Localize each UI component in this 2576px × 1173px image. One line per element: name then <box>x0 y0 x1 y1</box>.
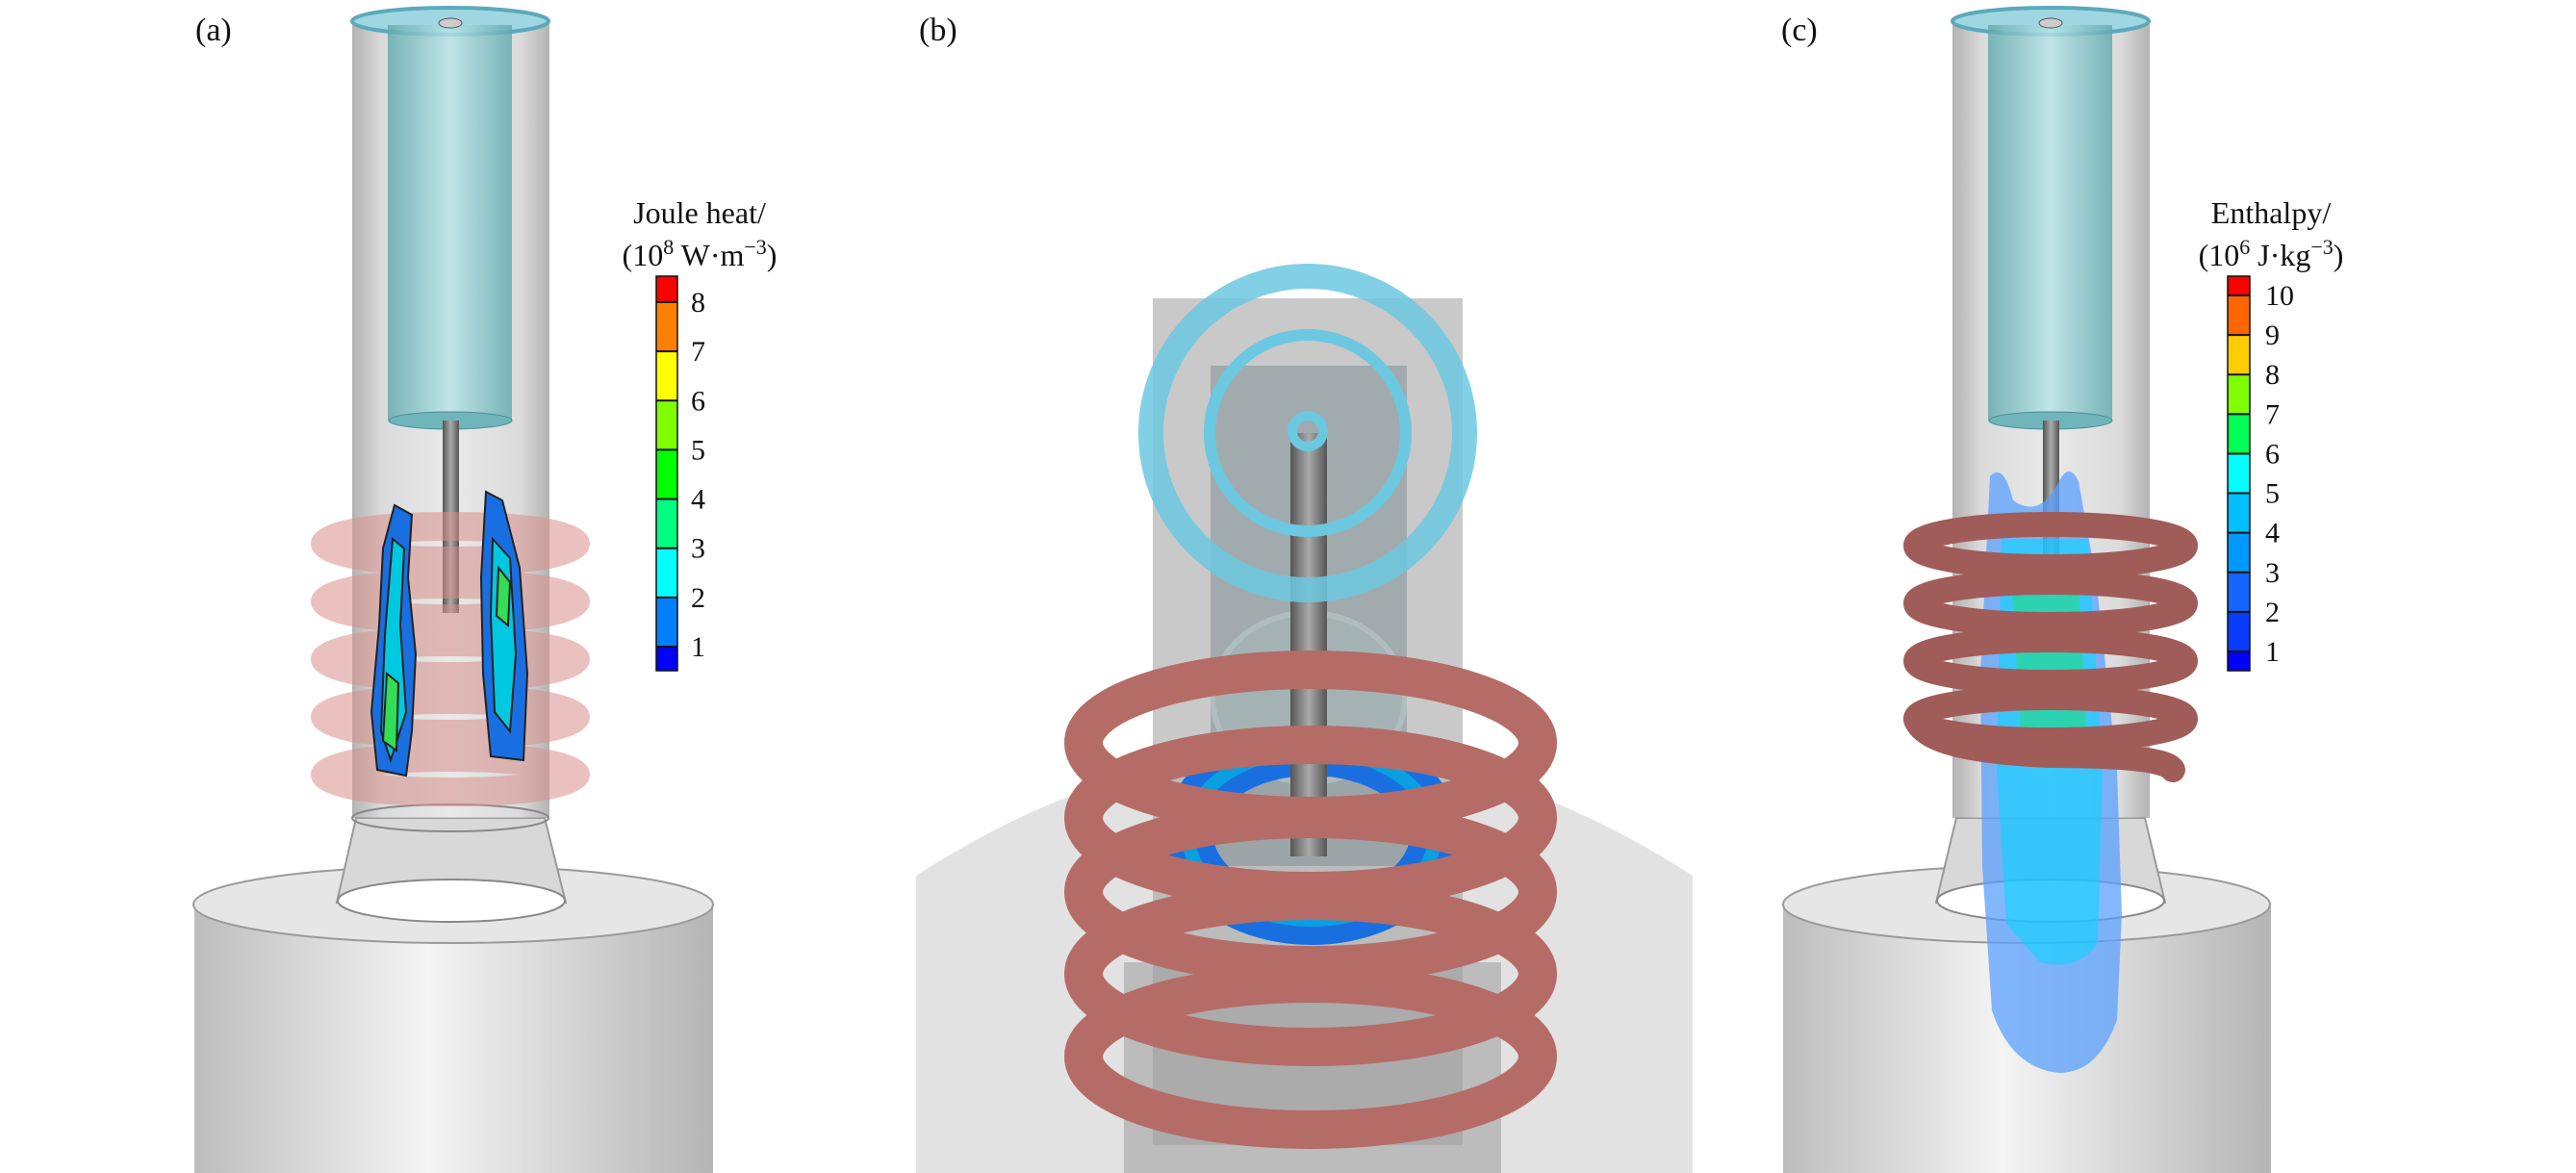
colorbar-title: Joule heat/ <box>633 195 766 230</box>
colorbar-segment <box>2228 453 2250 494</box>
colorbar-segment <box>656 400 677 450</box>
colorbar-segment <box>2228 572 2250 612</box>
colorbar-title: Enthalpy/ <box>2211 195 2332 230</box>
colorbar-tick-label: 7 <box>2265 398 2280 430</box>
colorbar-joule-heat: Joule heat/ (108 W·m−3) 1 2 3 4 5 6 7 8 <box>623 195 778 672</box>
colorbar-tick-label: 2 <box>2265 597 2280 628</box>
panel-label-b: (b) <box>919 13 957 48</box>
colorbar-tick-label: 9 <box>2265 319 2280 351</box>
colorbar-tick-label: 1 <box>2265 636 2280 668</box>
colorbar-frame <box>655 275 678 672</box>
inner-tube <box>388 17 513 430</box>
induction-coil <box>1903 512 2198 789</box>
colorbar-segment <box>2228 611 2250 651</box>
colorbar-segment <box>656 276 677 302</box>
colorbar-unit: (106 J·kg−3) <box>2199 235 2344 272</box>
induction-coil <box>311 512 590 806</box>
colorbar-frame <box>2227 275 2251 672</box>
colorbar-tick-label: 2 <box>691 582 705 614</box>
joule-heat-contour <box>370 490 529 778</box>
panel-a: (a) <box>192 6 714 1173</box>
electrode-rod <box>1290 433 1327 856</box>
colorbar-segment <box>656 597 677 647</box>
colorbar-segment <box>2228 651 2250 671</box>
colorbar-tick-label: 10 <box>2265 280 2294 312</box>
colorbar-tick-label: 8 <box>2265 359 2280 391</box>
panel-c: (c) <box>1781 6 2271 1173</box>
colorbar-segment <box>656 498 677 548</box>
colorbar-segment <box>2228 532 2250 573</box>
panel-label-a: (a) <box>195 13 232 48</box>
colorbar-tick-label: 1 <box>691 631 705 663</box>
colorbar-unit: (108 W·m−3) <box>623 235 778 272</box>
colorbar-tick-label: 3 <box>2265 557 2280 589</box>
inner-tube <box>1988 17 2113 430</box>
colorbar-segment <box>2228 276 2250 295</box>
colorbar-tick-label: 4 <box>691 484 705 516</box>
colorbar-segment <box>2228 493 2250 533</box>
colorbar-tick-label: 3 <box>691 533 705 565</box>
colorbar-segment <box>2228 414 2250 454</box>
panel-b: (b) <box>916 13 1693 1173</box>
colorbar-enthalpy: Enthalpy/ (106 J·kg−3) 1 2 3 4 5 6 7 8 9 10 <box>2199 195 2344 672</box>
colorbar-segment <box>2228 335 2250 375</box>
colorbar-segment <box>2228 295 2250 336</box>
colorbar-segment <box>656 302 677 352</box>
colorbar-tick-label: 6 <box>691 385 705 417</box>
colorbar-tick-label: 7 <box>691 336 705 368</box>
nozzle <box>335 817 568 923</box>
colorbar-tick-label: 8 <box>691 287 705 319</box>
cyan-rings <box>1138 264 1477 602</box>
colorbar-tick-label: 6 <box>2265 438 2280 470</box>
panel-label-c: (c) <box>1781 13 1818 48</box>
colorbar-segment <box>2228 374 2250 415</box>
induction-coil <box>1064 650 1557 1149</box>
colorbar-tick-label: 5 <box>691 434 705 466</box>
colorbar-tick-label: 5 <box>2265 478 2280 510</box>
colorbar-segment <box>656 647 677 671</box>
colorbar-segment <box>656 548 677 598</box>
colorbar-segment <box>656 351 677 401</box>
colorbar-segment <box>656 449 677 499</box>
colorbar-tick-label: 4 <box>2265 518 2280 549</box>
